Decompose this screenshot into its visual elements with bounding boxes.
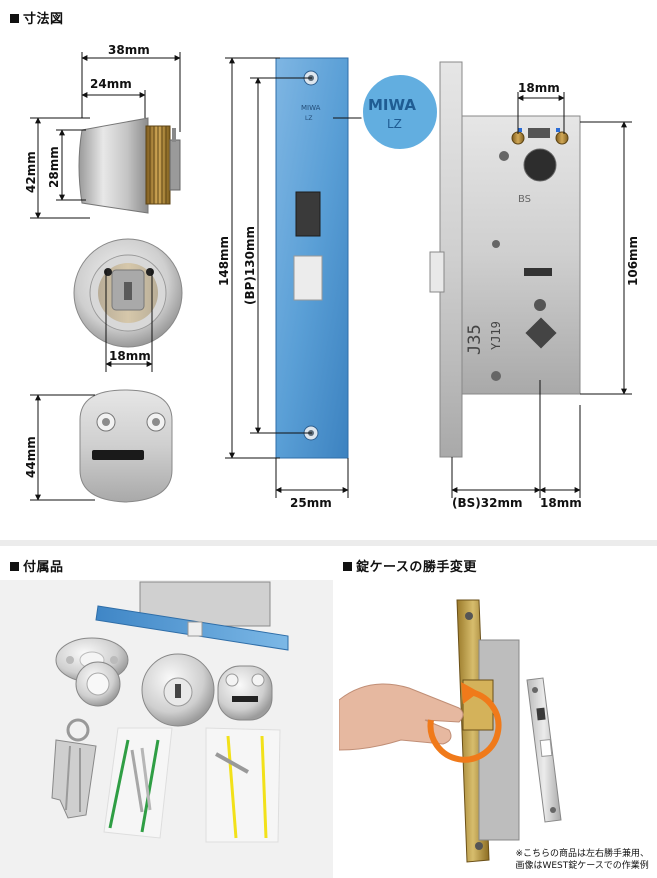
brand-zoom-callout: MIWA LZ xyxy=(333,73,439,151)
handedness-note: ※こちらの商品は左右勝手兼用、 画像はWEST錠ケースでの作業例 xyxy=(515,848,649,872)
case-model: J35 xyxy=(465,324,485,355)
hand-lock-case xyxy=(478,639,520,841)
dim-bs-32mm: (BS)32mm xyxy=(452,496,522,510)
dim-18mm-thumbturn: 18mm xyxy=(109,349,151,363)
case-dimension-lines xyxy=(451,92,632,498)
thumbturn-dimension-lines xyxy=(105,270,153,372)
zoom-brand: MIWA xyxy=(368,96,416,114)
faceplate-brand: MIWA xyxy=(301,104,321,112)
dim-18mm-backset: 18mm xyxy=(540,496,582,510)
case-brand: BS xyxy=(518,194,531,205)
dim-38mm: 38mm xyxy=(108,43,150,57)
escutcheon-dimension-lines xyxy=(30,394,95,501)
escutcheon-plate xyxy=(79,389,173,503)
title-square-icon xyxy=(343,562,352,571)
dim-25mm: 25mm xyxy=(290,496,332,510)
dim-106mm: 106mm xyxy=(626,236,640,286)
dim-18mm-case: 18mm xyxy=(518,81,560,95)
dimensions-title: 寸法図 xyxy=(10,8,64,27)
dim-42mm: 42mm xyxy=(24,151,38,193)
dimensions-title-text: 寸法図 xyxy=(23,12,64,27)
dim-bp-130mm: (BP)130mm xyxy=(243,226,257,305)
handedness-title: 錠ケースの勝手変更 xyxy=(343,556,477,575)
accessories-title-text: 付属品 xyxy=(23,560,64,575)
note-line-1: ※こちらの商品は左右勝手兼用、 xyxy=(515,849,649,859)
dim-24mm: 24mm xyxy=(90,77,132,91)
title-square-icon xyxy=(10,14,19,23)
acc-screw-bag-green xyxy=(103,727,173,839)
cylinder-back-view xyxy=(73,238,183,348)
accessories-illustration xyxy=(51,581,289,843)
accessories-photo xyxy=(0,580,333,878)
acc-keys xyxy=(51,718,97,819)
rotation-arrow-icon xyxy=(427,689,502,763)
acc-escutcheon xyxy=(217,665,273,721)
zoom-brand-sub: LZ xyxy=(387,117,402,131)
hand xyxy=(339,683,464,751)
dim-148mm: 148mm xyxy=(217,236,231,286)
acc-screw-bag-yellow xyxy=(205,727,281,843)
faceplate-brand-sub: LZ xyxy=(305,115,312,122)
handedness-illustration xyxy=(339,599,562,863)
cylinder-side-view xyxy=(78,117,181,214)
faceplate: MIWA LZ xyxy=(275,57,349,459)
handedness-title-text: 錠ケースの勝手変更 xyxy=(356,560,477,575)
section-divider xyxy=(0,540,657,546)
case-model-sub: YJ19 xyxy=(489,321,503,350)
lock-case: BS J35 YJ19 xyxy=(429,61,581,458)
dimension-drawing: 38mm 24mm 42mm 28mm 18mm 44mm xyxy=(24,43,640,510)
faceplate-dimension-lines xyxy=(225,57,349,498)
handedness-photo: ※こちらの商品は左右勝手兼用、 画像はWEST錠ケースでの作業例 xyxy=(339,580,657,878)
dim-28mm: 28mm xyxy=(47,146,61,188)
note-line-2: 画像はWEST錠ケースでの作業例 xyxy=(515,861,649,871)
cylinder-dimension-lines xyxy=(30,52,181,219)
title-square-icon xyxy=(10,562,19,571)
dim-44mm: 44mm xyxy=(24,436,38,478)
accessories-title: 付属品 xyxy=(10,556,64,575)
